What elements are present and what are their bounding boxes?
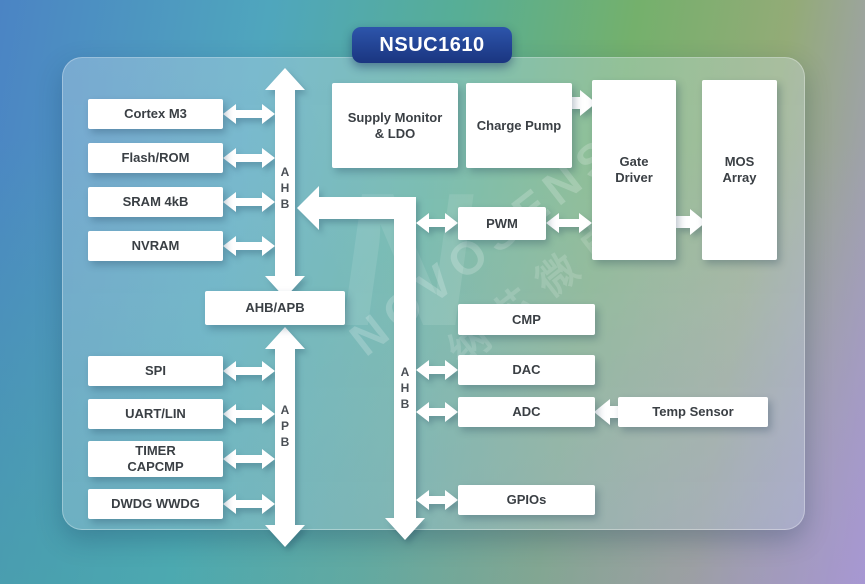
bus-ahb-right [297,186,425,540]
block-uart-lin: UART/LIN [88,399,223,429]
bus-ahb-main [265,68,305,298]
block-charge-pump: Charge Pump [466,83,572,168]
arrow-ahb-pwm [416,213,458,233]
block-cmp: CMP [458,304,595,335]
arrow-spi-apb [223,361,275,381]
block-adc: ADC [458,397,595,427]
block-cortex-m3: Cortex M3 [88,99,223,129]
arrow-dwdg-apb [223,494,275,514]
chip-title-badge: NSUC1610 [352,27,512,63]
arrow-flashrom-ahb [223,148,275,168]
block-sram: SRAM 4kB [88,187,223,217]
chip-title: NSUC1610 [379,33,485,56]
arrow-ahb-adc [416,402,458,422]
arrow-ahb-gpios [416,490,458,510]
bus-apb-label: A P B [280,403,290,449]
block-ahb-apb-bridge: AHB/APB [205,291,345,325]
block-pwm: PWM [458,207,546,240]
arrow-timer-apb [223,449,275,469]
block-gate-driver: Gate Driver [592,80,676,260]
arrow-pwm-gatedriver [546,213,592,233]
arrow-nvram-ahb [223,236,275,256]
block-timer-capcmp: TIMER CAPCMP [88,441,223,477]
block-supply-monitor-ldo: Supply Monitor & LDO [332,83,458,168]
arrow-gatedriver-mosarray [676,209,706,235]
arrow-ahb-dac [416,360,458,380]
arrow-sram-ahb [223,192,275,212]
bus-ahb-main-label: A H B [280,165,290,211]
bus-apb [265,327,305,547]
block-mos-array: MOS Array [702,80,777,260]
block-dwdg-wwdg: DWDG WWDG [88,489,223,519]
block-gpios: GPIOs [458,485,595,515]
arrow-tempsensor-adc [594,399,620,425]
arrow-chargepump-gatedriver [570,90,596,116]
arrow-uartlin-apb [223,404,275,424]
arrow-cortexm3-ahb [223,104,275,124]
bus-ahb-right-label: A H B [400,365,410,411]
block-flash-rom: Flash/ROM [88,143,223,173]
block-dac: DAC [458,355,595,385]
block-spi: SPI [88,356,223,386]
block-temp-sensor: Temp Sensor [618,397,768,427]
block-nvram: NVRAM [88,231,223,261]
